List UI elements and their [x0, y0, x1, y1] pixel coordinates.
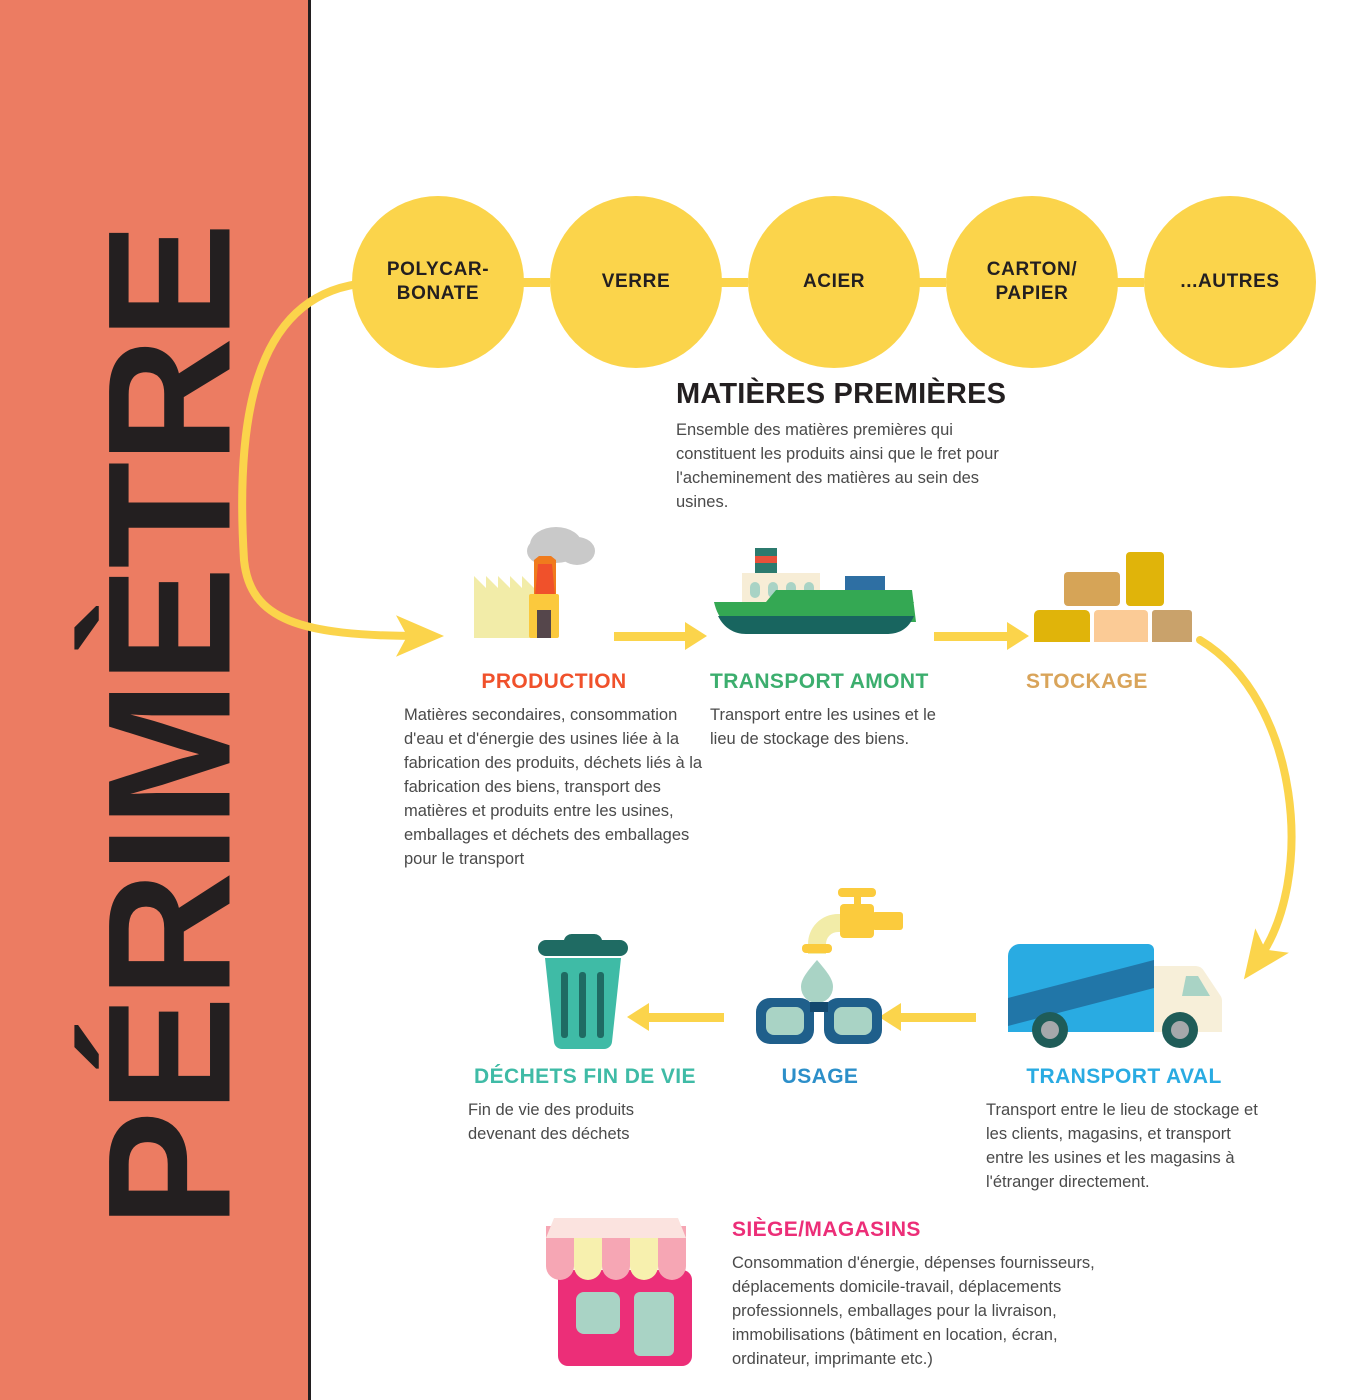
- delivery-truck-icon: [1000, 938, 1230, 1048]
- arrow-transport-aval-to-usage: [879, 1003, 976, 1031]
- perimeter-band: PÉRIMÈTRE: [0, 0, 311, 1400]
- matieres-premieres-heading: MATIÈRES PREMIÈRES: [676, 378, 1007, 410]
- connector-1: [520, 278, 550, 287]
- material-label: VERRE: [601, 271, 671, 293]
- matieres-premieres-description: Ensemble des matières premières qui cons…: [676, 421, 999, 511]
- arrow-usage-to-dechets: [627, 1003, 724, 1031]
- stage-usage[interactable]: USAGE: [730, 1065, 910, 1089]
- material-label: ...AUTRES: [1180, 271, 1280, 293]
- material-circle-polycarbonate[interactable]: POLYCAR- BONATE: [352, 196, 524, 368]
- page-title: PÉRIMÈTRE: [72, 224, 268, 1228]
- production-label: PRODUCTION: [481, 670, 627, 693]
- dechets-description: Fin de vie des produits devenant des déc…: [468, 1101, 635, 1143]
- transport-amont-description: Transport entre les usines et le lieu de…: [710, 706, 936, 748]
- matieres-premieres-block: MATIÈRES PREMIÈRES Ensemble des matières…: [676, 378, 1016, 515]
- siege-magasins-label: SIÈGE/MAGASINS: [732, 1218, 921, 1241]
- material-label: ACIER: [802, 271, 866, 293]
- connector-2: [718, 278, 748, 287]
- material-label: CARTON/ PAPIER: [986, 259, 1078, 304]
- stage-siege-magasins[interactable]: SIÈGE/MAGASINS Consommation d'énergie, d…: [732, 1218, 1102, 1372]
- stage-transport-aval[interactable]: TRANSPORT AVAL Transport entre le lieu d…: [986, 1065, 1262, 1195]
- raw-materials-row: POLYCAR- BONATE VERRE ACIER CARTON/ PAPI…: [352, 196, 1322, 368]
- stage-transport-amont[interactable]: TRANSPORT AMONT Transport entre les usin…: [710, 670, 990, 752]
- stage-production[interactable]: PRODUCTION Matières secondaires, consomm…: [404, 670, 704, 871]
- trash-bin-icon: [528, 930, 638, 1050]
- arrow-transport-amont-to-stockage: [934, 622, 1029, 650]
- stage-stockage[interactable]: STOCKAGE: [1026, 670, 1226, 694]
- shop-icon: [540, 1216, 710, 1376]
- stockage-label: STOCKAGE: [1026, 670, 1148, 693]
- transport-aval-label: TRANSPORT AVAL: [1026, 1065, 1222, 1088]
- stage-dechets[interactable]: DÉCHETS FIN DE VIE Fin de vie des produi…: [440, 1065, 730, 1147]
- material-label: POLYCAR- BONATE: [386, 259, 490, 304]
- arrow-production-to-transport-amont: [614, 622, 707, 650]
- transport-aval-description: Transport entre le lieu de stockage et l…: [986, 1101, 1258, 1191]
- cargo-ship-icon: [700, 540, 930, 640]
- transport-amont-label: TRANSPORT AMONT: [710, 670, 929, 693]
- connector-3: [916, 278, 946, 287]
- factory-icon: [455, 518, 605, 638]
- usage-label: USAGE: [781, 1065, 859, 1088]
- material-circle-autres[interactable]: ...AUTRES: [1144, 196, 1316, 368]
- material-circle-carton-papier[interactable]: CARTON/ PAPIER: [946, 196, 1118, 368]
- glasses-tap-icon: [748, 882, 903, 1047]
- material-circle-verre[interactable]: VERRE: [550, 196, 722, 368]
- siege-magasins-description: Consommation d'énergie, dépenses fournis…: [732, 1254, 1095, 1368]
- production-description: Matières secondaires, consommation d'eau…: [404, 706, 703, 868]
- dechets-label: DÉCHETS FIN DE VIE: [474, 1065, 696, 1088]
- connector-4: [1114, 278, 1144, 287]
- boxes-icon: [1028, 550, 1198, 646]
- material-circle-acier[interactable]: ACIER: [748, 196, 920, 368]
